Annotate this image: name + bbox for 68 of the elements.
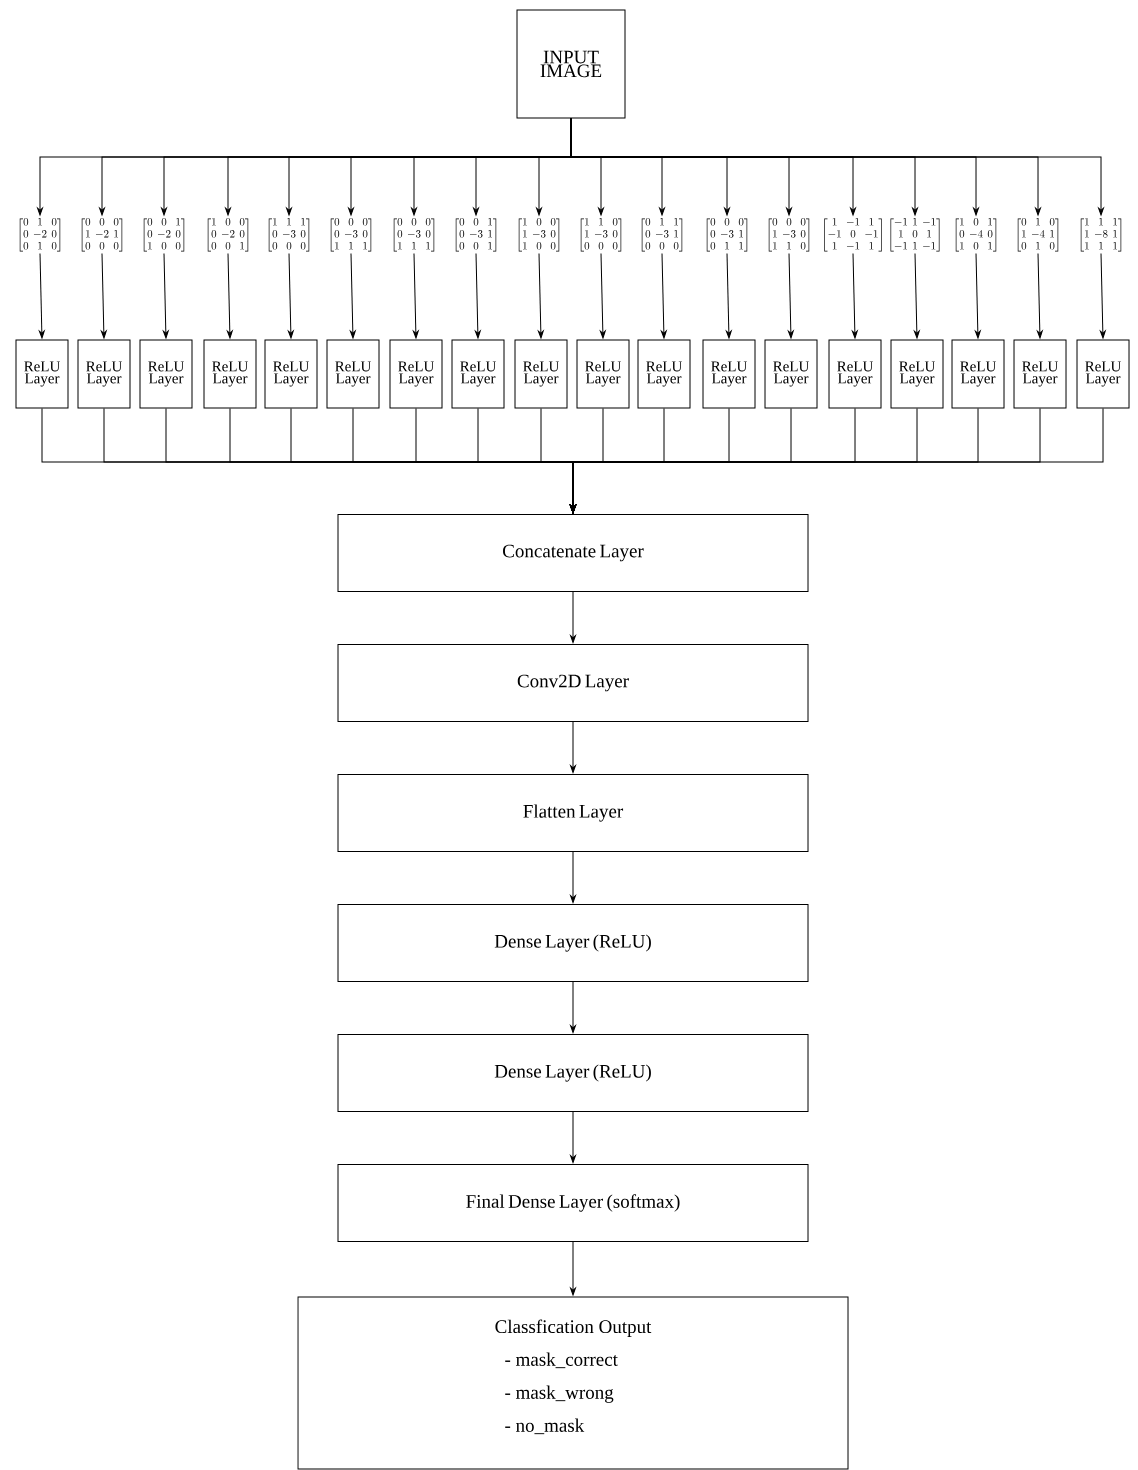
kernel-matrix: $\begin{bmatrix}1&0&1\\0&-4&0\\1&0&1\end{bmatrix}$ xyxy=(955,218,997,252)
arrow xyxy=(787,253,794,339)
arrow xyxy=(1099,253,1106,339)
kernel-matrix: $\begin{bmatrix}0&1&0\\1&-4&1\\0&1&0\end{bmatrix}$ xyxy=(1017,218,1059,252)
arrow xyxy=(287,253,294,339)
arrow xyxy=(38,253,45,339)
arrow xyxy=(570,721,576,773)
kernel-matrix: $\begin{bmatrix}0&0&0\\1&-2&1\\0&0&0\end{bmatrix}$ xyxy=(81,218,123,252)
layer-box: ReLU Layer xyxy=(890,339,944,409)
kernel-matrix: $\begin{bmatrix}0&0&1\\0&-3&1\\0&0&1\end{bmatrix}$ xyxy=(455,218,497,252)
kernel-matrix: $\begin{bmatrix}1&0&0\\1&-3&0\\1&0&0\end{bmatrix}$ xyxy=(518,218,560,252)
kernel-matrix: $\begin{bmatrix}1&1&1\\1&-8&1\\1&1&1\end{bmatrix}$ xyxy=(1080,218,1122,252)
arrow xyxy=(570,851,576,903)
output-box: Classfication Output - mask_correct - mask_wrong - no_mask xyxy=(297,1296,849,1470)
arrow xyxy=(913,253,920,339)
arrow xyxy=(851,253,858,339)
layer-box: ReLU Layer xyxy=(576,339,630,409)
arrow xyxy=(1036,253,1043,339)
layer-box: ReLU Layer xyxy=(451,339,505,409)
layer-box: ReLU Layer xyxy=(828,339,882,409)
layer-box: ReLU Layer xyxy=(702,339,756,409)
layer-box: ReLU Layer xyxy=(203,339,257,409)
kernel-matrix: $\begin{bmatrix}1&1&1\\0&-3&0\\0&0&0\end{bmatrix}$ xyxy=(268,218,310,252)
arrow xyxy=(412,253,419,339)
kernel-matrix: $\begin{bmatrix}0&0&0\\0&-3&1\\0&1&1\end{bmatrix}$ xyxy=(706,218,748,252)
layer-box: ReLU Layer xyxy=(264,339,318,409)
layer-box: ReLU Layer xyxy=(15,339,69,409)
kernel-matrix: $\begin{bmatrix}0&0&0\\1&-3&0\\1&1&0\end{bmatrix}$ xyxy=(768,218,810,252)
layer-box: ReLU Layer xyxy=(326,339,380,409)
layer-box: ReLU Layer xyxy=(514,339,568,409)
kernel-matrix: $\begin{bmatrix}0&0&0\\0&-3&0\\1&1&1\end{bmatrix}$ xyxy=(393,218,435,252)
kernel-matrix: $\begin{bmatrix}-1&1&-1\\1&0&1\\-1&1&-1\end{bmatrix}$ xyxy=(890,218,940,252)
kernel-matrix: $\begin{bmatrix}0&1&0\\0&-2&0\\0&1&0\end{bmatrix}$ xyxy=(19,218,61,252)
arrow xyxy=(537,253,544,339)
layer-box: ReLU Layer xyxy=(389,339,443,409)
layer-box: ReLU Layer xyxy=(1013,339,1067,409)
layer-box: INPUT IMAGE xyxy=(516,9,626,119)
arrow xyxy=(474,253,481,339)
layer-box: ReLU Layer xyxy=(764,339,818,409)
kernel-matrix: $\begin{bmatrix}0&1&1\\0&-3&1\\0&0&0\end{bmatrix}$ xyxy=(641,218,683,252)
layer-box: Dense Layer (ReLU) xyxy=(337,904,809,982)
arrow xyxy=(570,1241,576,1296)
layer-box: ReLU Layer xyxy=(139,339,193,409)
layer-box: ReLU Layer xyxy=(1076,339,1130,409)
kernel-matrix: $\begin{bmatrix}1&0&0\\0&-2&0\\0&0&1\end{bmatrix}$ xyxy=(207,218,249,252)
layer-box: ReLU Layer xyxy=(637,339,691,409)
arrow xyxy=(226,253,233,339)
arrow xyxy=(570,981,576,1033)
arrow xyxy=(725,253,732,339)
layer-box: Flatten Layer xyxy=(337,774,809,852)
arrow xyxy=(570,591,576,643)
arrow xyxy=(974,253,981,339)
layer-box: Dense Layer (ReLU) xyxy=(337,1034,809,1112)
kernel-matrix: $\begin{bmatrix}0&0&1\\0&-2&0\\1&0&0\end{bmatrix}$ xyxy=(143,218,185,252)
kernel-matrix: $\begin{bmatrix}1&-1&1\\-1&0&-1\\1&-1&1\end{bmatrix}$ xyxy=(824,218,882,252)
layer-box: ReLU Layer xyxy=(77,339,131,409)
kernel-matrix: $\begin{bmatrix}1&1&0\\1&-3&0\\0&0&0\end{bmatrix}$ xyxy=(580,218,622,252)
layer-box: ReLU Layer xyxy=(951,339,1005,409)
kernel-matrix: $\begin{bmatrix}0&0&0\\0&-3&0\\1&1&1\end{bmatrix}$ xyxy=(330,218,372,252)
layer-box: Conv2D Layer xyxy=(337,644,809,722)
arrow xyxy=(599,253,606,339)
layer-box: Concatenate Layer xyxy=(337,514,809,592)
arrow xyxy=(660,253,667,339)
arrow xyxy=(570,1111,576,1163)
arrow xyxy=(100,253,107,339)
layer-box: Final Dense Layer (softmax) xyxy=(337,1164,809,1242)
arrow xyxy=(162,253,169,339)
arrow xyxy=(349,253,356,339)
